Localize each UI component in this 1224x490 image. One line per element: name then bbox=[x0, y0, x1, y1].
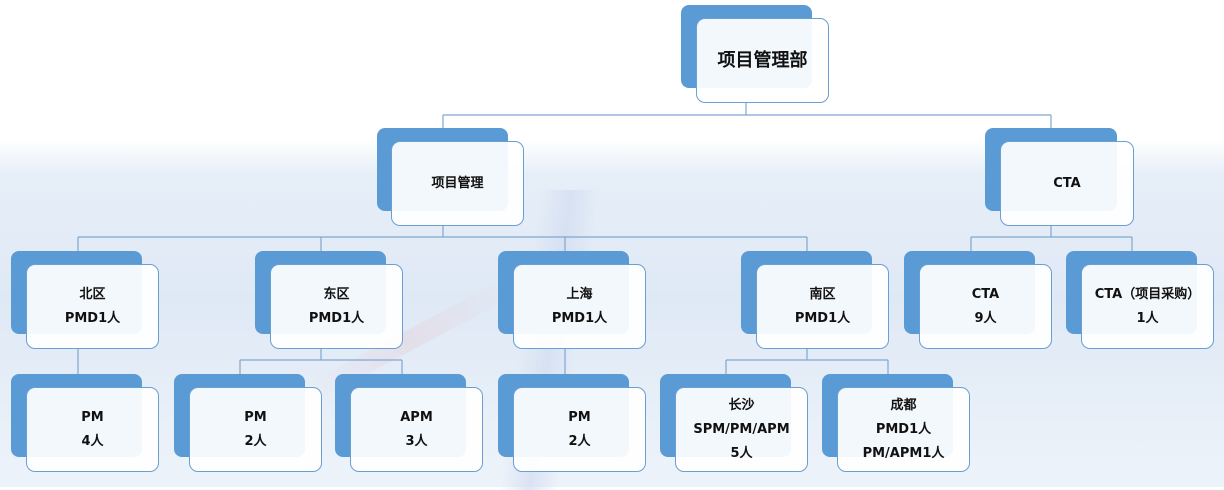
node-cta9-line-1: CTA bbox=[971, 286, 1000, 302]
node-root: 项目管理部 bbox=[681, 5, 829, 103]
node-cta-purchase-line-2: 1人 bbox=[1136, 310, 1159, 326]
node-cta: CTA bbox=[985, 128, 1134, 226]
node-cta9-line-2: 9人 bbox=[974, 310, 997, 326]
node-dongqu-pm-line-1: PM bbox=[244, 409, 267, 425]
node-dongqu-line-1: 东区 bbox=[323, 286, 350, 302]
node-shanghai-pm-line-1: PM bbox=[568, 409, 591, 425]
node-cta-purchase-line-1: CTA（项目采购） bbox=[1094, 286, 1201, 302]
node-dongqu-line-2: PMD1人 bbox=[308, 310, 365, 326]
node-chengdu: 成都 PMD1人 PM/APM1人 bbox=[822, 374, 970, 472]
node-root-line-1: 项目管理部 bbox=[717, 49, 808, 71]
node-chengdu-line-2: PMD1人 bbox=[875, 421, 932, 437]
node-dongqu-apm: APM 3人 bbox=[335, 374, 483, 472]
node-beiqu: 北区 PMD1人 bbox=[11, 251, 159, 349]
node-cta-purchase: CTA（项目采购） 1人 bbox=[1066, 251, 1214, 349]
node-shanghai: 上海 PMD1人 bbox=[498, 251, 646, 349]
node-shanghai-line-1: 上海 bbox=[566, 286, 593, 302]
node-nanqu-line-1: 南区 bbox=[809, 286, 836, 302]
node-changsha: 长沙 SPM/PM/APM 5人 bbox=[660, 374, 808, 472]
node-beiqu-pm-line-1: PM bbox=[81, 409, 104, 425]
node-dongqu-pm: PM 2人 bbox=[174, 374, 322, 472]
node-changsha-line-1: 长沙 bbox=[728, 397, 755, 413]
node-nanqu: 南区 PMD1人 bbox=[741, 251, 889, 349]
node-dongqu-pm-line-2: 2人 bbox=[244, 433, 267, 449]
node-shanghai-pm: PM 2人 bbox=[498, 374, 646, 472]
node-xmgl: 项目管理 bbox=[377, 128, 524, 226]
node-dongqu: 东区 PMD1人 bbox=[255, 251, 403, 349]
node-beiqu-pm-line-2: 4人 bbox=[81, 433, 104, 449]
node-shanghai-pm-line-2: 2人 bbox=[568, 433, 591, 449]
node-changsha-line-2: SPM/PM/APM bbox=[693, 421, 790, 437]
node-cta9: CTA 9人 bbox=[904, 251, 1052, 349]
node-dongqu-apm-line-1: APM bbox=[400, 409, 433, 425]
node-shanghai-line-2: PMD1人 bbox=[551, 310, 608, 326]
node-xmgl-line-1: 项目管理 bbox=[431, 175, 484, 191]
node-chengdu-line-1: 成都 bbox=[890, 397, 917, 413]
node-beiqu-line-2: PMD1人 bbox=[64, 310, 121, 326]
node-chengdu-line-3: PM/APM1人 bbox=[862, 445, 945, 461]
node-nanqu-line-2: PMD1人 bbox=[794, 310, 851, 326]
node-beiqu-pm: PM 4人 bbox=[11, 374, 159, 472]
node-beiqu-line-1: 北区 bbox=[79, 286, 106, 302]
node-changsha-line-3: 5人 bbox=[730, 445, 753, 461]
node-dongqu-apm-line-2: 3人 bbox=[405, 433, 428, 449]
node-cta-line-1: CTA bbox=[1053, 175, 1081, 191]
